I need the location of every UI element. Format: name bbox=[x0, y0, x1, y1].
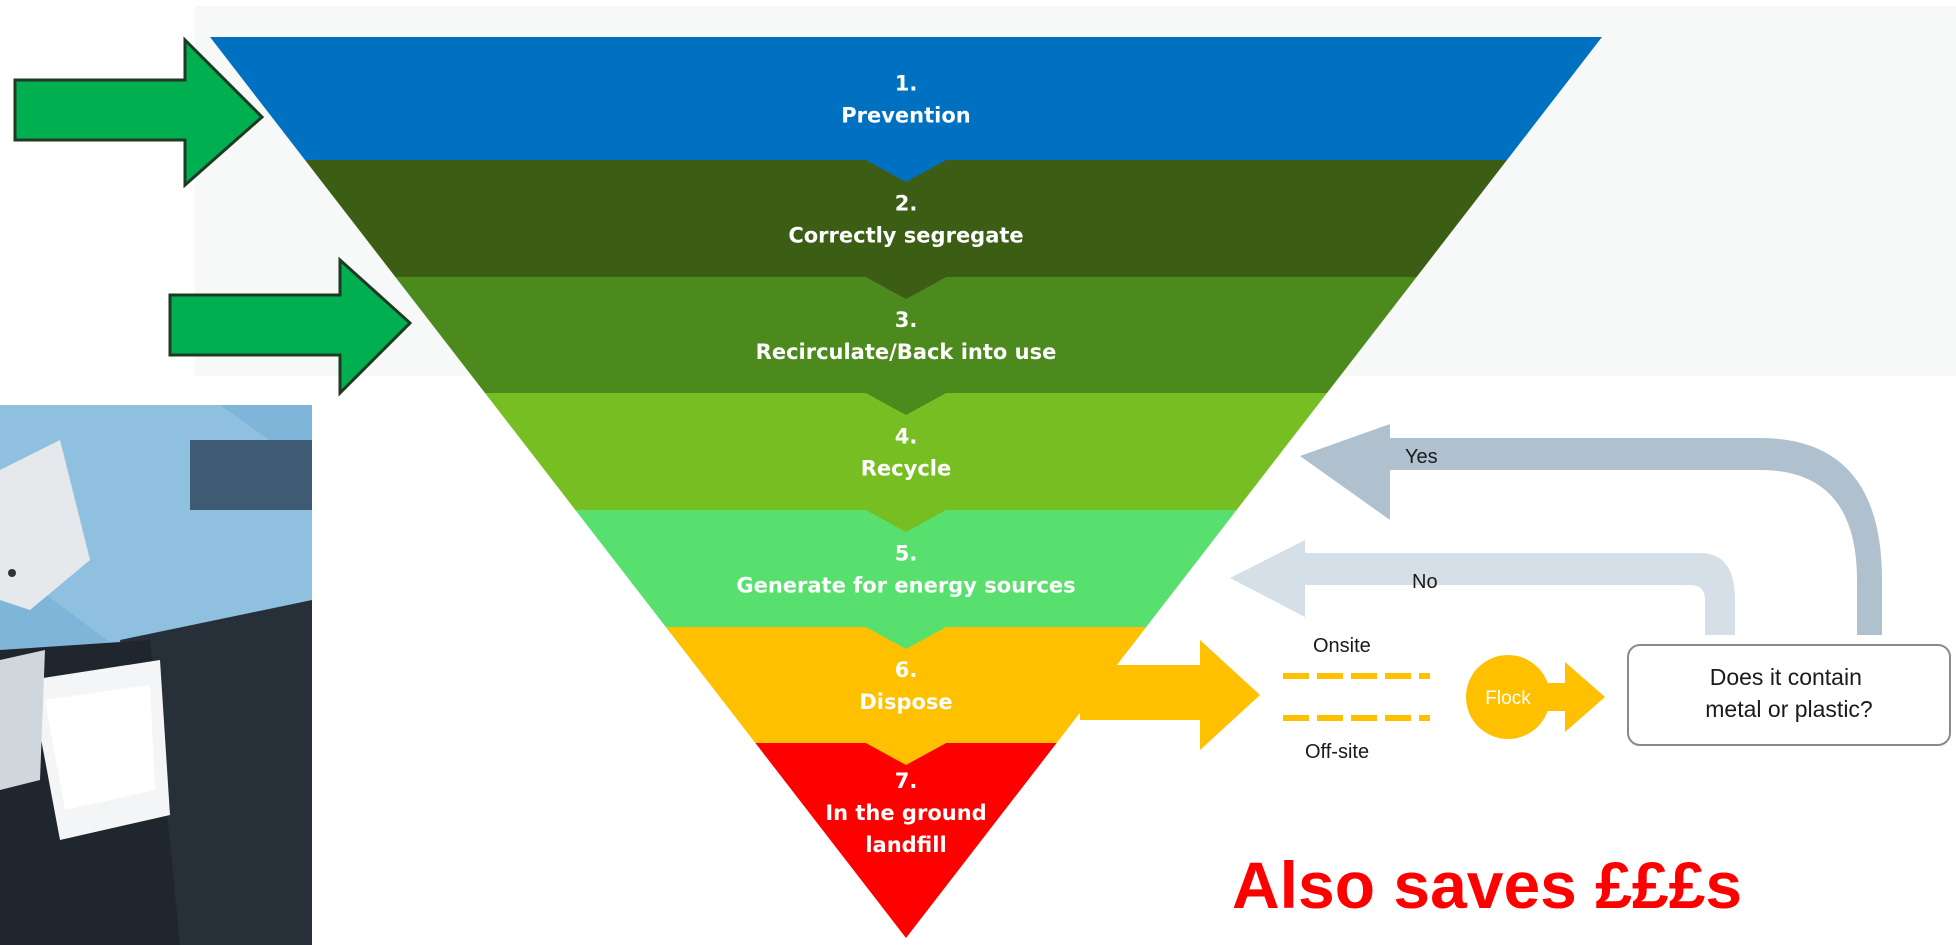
tier-3-notch bbox=[864, 392, 948, 415]
tier-1-notch bbox=[864, 159, 948, 182]
pointer-arrow-prevention bbox=[13, 36, 265, 189]
pointer-arrow-recirculate bbox=[168, 256, 413, 397]
svg-text:Does it contain metal or: Does it contain metal or plastic? bbox=[1705, 664, 1872, 722]
tier-2-notch bbox=[864, 276, 948, 299]
no-label: No bbox=[1412, 571, 1438, 593]
tier-2-band bbox=[305, 160, 1507, 277]
tier-6-number: 6. bbox=[895, 658, 918, 682]
onsite-label: Onsite bbox=[1313, 635, 1371, 657]
tier-6-band bbox=[665, 627, 1147, 743]
tier-1-number: 1. bbox=[895, 72, 918, 96]
tier-7-number: 7. bbox=[895, 769, 918, 793]
question-line-1: Does it contain bbox=[1710, 664, 1862, 690]
yes-label: Yes bbox=[1405, 446, 1438, 468]
flock-node: Flock bbox=[1466, 655, 1605, 739]
question-box: Does it contain metal or plastic? bbox=[1627, 644, 1951, 746]
tier-3-band bbox=[395, 277, 1417, 393]
hierarchy-tiers bbox=[210, 37, 1602, 938]
tier-4-band bbox=[485, 393, 1327, 510]
photo-dental-tray bbox=[0, 405, 312, 945]
flock-label: Flock bbox=[1485, 688, 1531, 709]
savings-callout: Also saves £££s bbox=[1232, 848, 1742, 922]
tier-7-label-line-2: landfill bbox=[865, 833, 946, 857]
tier-5-number: 5. bbox=[895, 542, 918, 566]
dispose-output-arrow bbox=[1080, 640, 1260, 750]
no-loop-arrow bbox=[1230, 540, 1735, 635]
tier-2-number: 2. bbox=[895, 192, 918, 216]
tier-4-notch bbox=[864, 509, 948, 532]
tier-1-label: Prevention bbox=[841, 104, 971, 128]
tier-3-label: Recirculate/Back into use bbox=[756, 340, 1057, 364]
tier-5-label: Generate for energy sources bbox=[736, 574, 1075, 598]
hierarchy-tier-labels: 1. Prevention 2. Correctly segregate 3. Recir… bbox=[736, 72, 1075, 858]
tier-7-label-line-1: In the ground bbox=[825, 801, 986, 825]
tier-1-band bbox=[210, 37, 1602, 160]
offsite-label: Off-site bbox=[1305, 741, 1369, 763]
tier-4-number: 4. bbox=[895, 425, 918, 449]
tier-6-notch bbox=[864, 742, 948, 765]
tier-4-label: Recycle bbox=[861, 457, 951, 481]
tier-3-number: 3. bbox=[895, 308, 918, 332]
question-line-2: metal or plastic? bbox=[1705, 696, 1872, 722]
tier-6-label: Dispose bbox=[859, 690, 952, 714]
yes-loop-arrow bbox=[1300, 424, 1882, 635]
tier-5-notch bbox=[864, 626, 948, 649]
tier-2-label: Correctly segregate bbox=[788, 224, 1023, 248]
tier-7-band bbox=[755, 743, 1057, 938]
tier-5-band bbox=[575, 510, 1237, 627]
